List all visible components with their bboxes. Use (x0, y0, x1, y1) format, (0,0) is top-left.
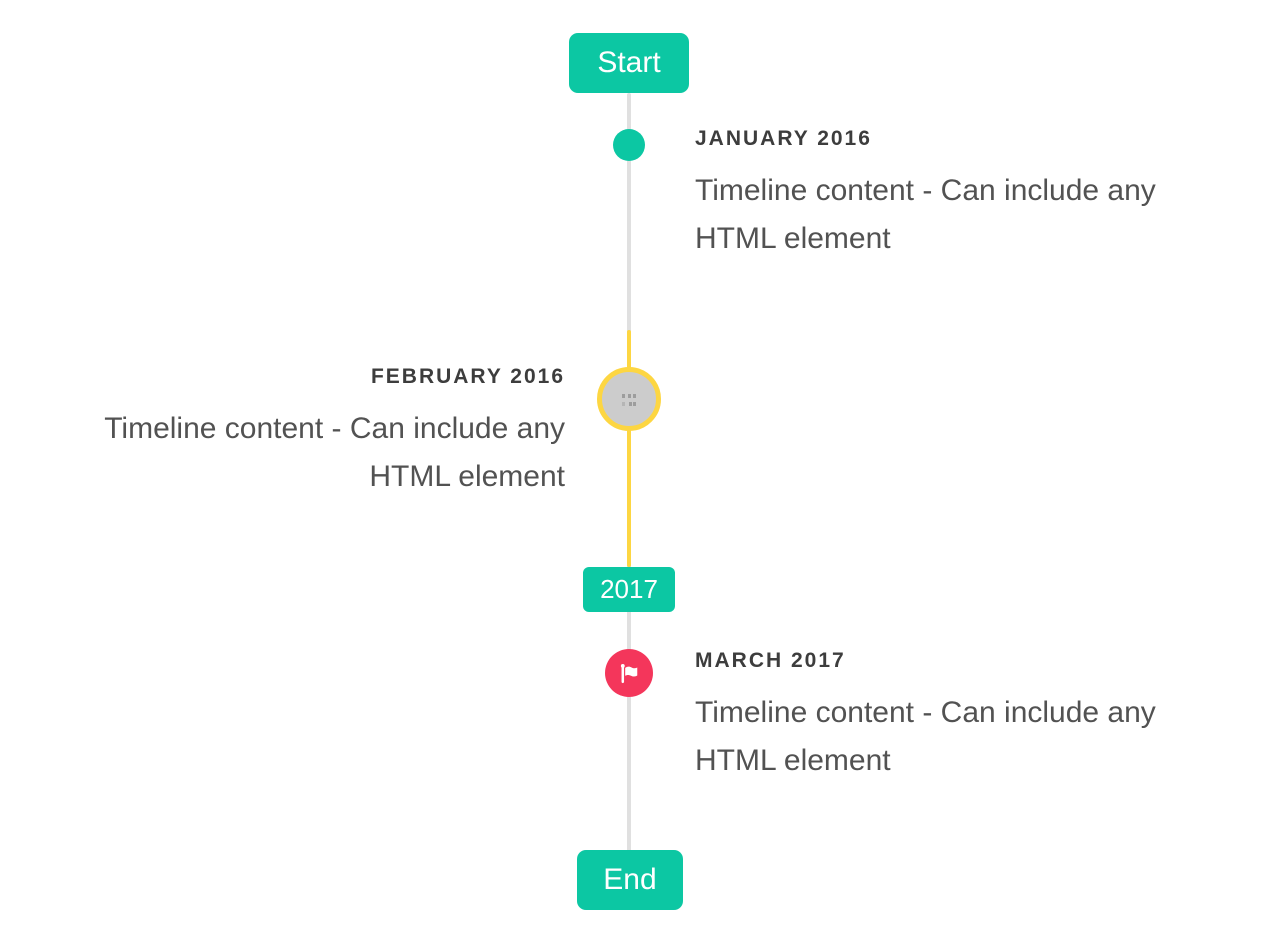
start-label: Start (597, 46, 661, 79)
entry-content: Timeline content - Can include any HTML … (104, 412, 565, 493)
timeline-entry-january-2016: JANUARY 2016 Timeline content - Can incl… (695, 126, 1225, 263)
year-label: 2017 (600, 574, 658, 604)
broken-image-icon (621, 393, 637, 406)
entry-date: MARCH 2017 (695, 649, 846, 672)
timeline-entry-march-2017: MARCH 2017 Timeline content - Can includ… (695, 648, 1225, 785)
flag-icon (620, 663, 637, 683)
end-label: End (603, 863, 657, 896)
timeline-rail-highlight (627, 330, 631, 567)
entry-date: JANUARY 2016 (695, 127, 872, 150)
timeline-start-badge[interactable]: Start (569, 33, 689, 93)
timeline-entry-february-2016: FEBRUARY 2016 Timeline content - Can inc… (35, 364, 565, 501)
entry-content: Timeline content - Can include any HTML … (695, 696, 1156, 777)
timeline-year-badge[interactable]: 2017 (583, 567, 675, 612)
timeline-end-badge[interactable]: End (577, 850, 683, 910)
dot-icon[interactable] (613, 129, 645, 161)
flag-marker[interactable] (605, 649, 653, 697)
photo-marker[interactable] (597, 367, 661, 431)
entry-content: Timeline content - Can include any HTML … (695, 174, 1156, 255)
entry-date: FEBRUARY 2016 (370, 365, 565, 388)
